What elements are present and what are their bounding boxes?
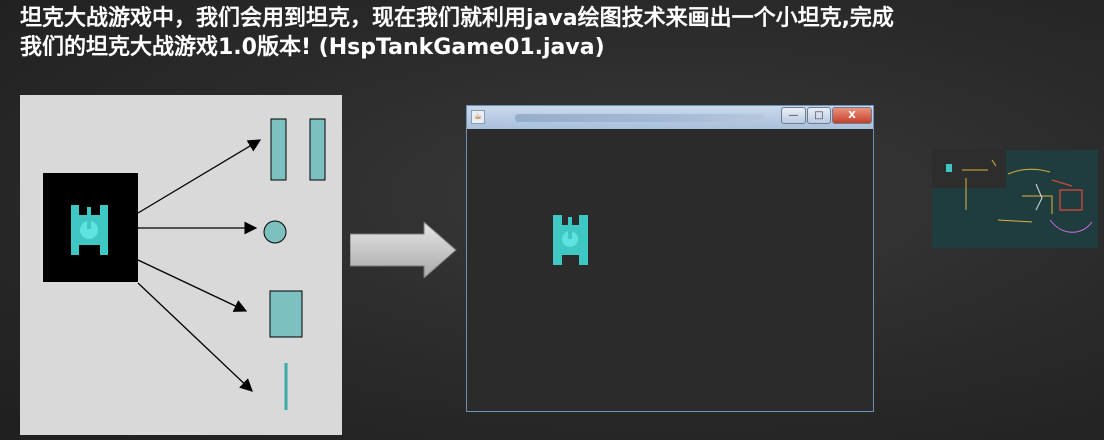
- body-rect: [269, 290, 303, 338]
- minimize-button[interactable]: —: [781, 107, 806, 124]
- turret-circle: [263, 220, 287, 244]
- diagram-canvas: [43, 118, 326, 410]
- window-icon: ☕: [471, 110, 485, 124]
- slide-title: 坦克大战游戏中，我们会用到坦克，现在我们就利用java绘图技术来画出一个小坦克,…: [20, 6, 894, 60]
- track-rect-right: [309, 118, 326, 181]
- drawing-canvas: [553, 215, 588, 265]
- arrow-right-icon: [350, 222, 457, 278]
- tank-icon: [946, 164, 952, 172]
- track-rect-left: [270, 118, 287, 181]
- java-frame-window[interactable]: ☕ — □ X: [466, 105, 874, 412]
- close-button[interactable]: X: [832, 107, 872, 124]
- drawing-panel: [470, 129, 870, 408]
- arrow-to-line: [137, 282, 253, 392]
- maximize-button[interactable]: □: [807, 107, 831, 124]
- tank-icon: [553, 215, 588, 265]
- arrow-to-body: [137, 259, 248, 312]
- tank-decomposition-diagram: [20, 95, 342, 435]
- notes-thumbnail: [932, 150, 1098, 248]
- window-title-blurred: [515, 114, 765, 122]
- arrow-to-rectangles: [137, 139, 262, 214]
- tank-icon: [71, 205, 108, 255]
- window-titlebar[interactable]: ☕ — □ X: [467, 106, 873, 129]
- notes-sketch: [932, 150, 1098, 248]
